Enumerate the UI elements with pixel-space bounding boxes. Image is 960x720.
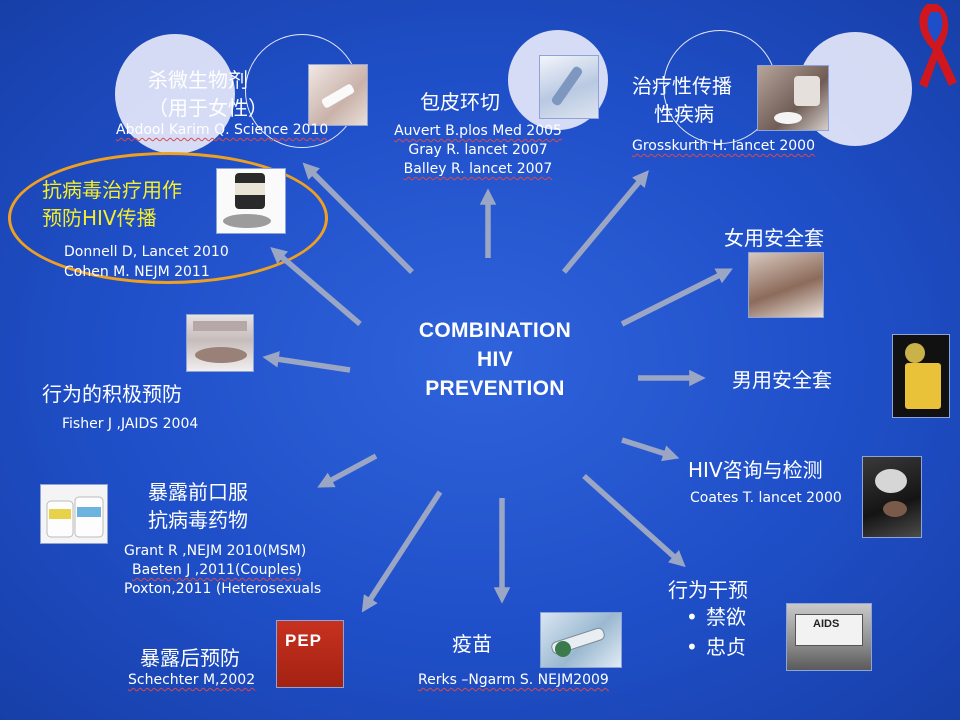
- prep-title-line: 暴露前口服: [148, 480, 248, 504]
- arrow-prep: [317, 453, 378, 488]
- microbicide-title: 杀微生物剂 （用于女性）: [148, 66, 268, 122]
- arrow-behavior-positive: [262, 351, 351, 373]
- microbicide-title-line: （用于女性）: [148, 96, 268, 120]
- arrow-pep: [361, 490, 443, 613]
- vct-title: HIV咨询与检测: [688, 458, 823, 482]
- sti-ref-line: Grosskurth H. lancet 2000: [632, 138, 815, 154]
- arrow-microbicide: [302, 162, 414, 274]
- sti-photo: [757, 65, 829, 131]
- prep-ref-line: Baeten J ,2011(Couples): [132, 562, 302, 578]
- pep-title: 暴露后预防: [140, 646, 240, 670]
- prep-title-line: 抗病毒药物: [148, 508, 248, 532]
- behavior-positive-title: 行为的积极预防: [42, 382, 182, 406]
- behavior-intervention-title: 行为干预: [668, 578, 748, 602]
- circumcision-photo: [539, 55, 599, 119]
- arrow-art: [270, 246, 362, 327]
- pep-ref-line: Schechter M,2002: [128, 672, 256, 688]
- art-title-line: 预防HIV传播: [42, 206, 157, 230]
- vct-ref: Coates T. lancet 2000: [690, 490, 842, 506]
- art-refs: Donnell D, Lancet 2010 Cohen M. NEJM 201…: [64, 242, 229, 282]
- art-title: 抗病毒治疗用作 预防HIV传播: [42, 176, 182, 232]
- red-ribbon-icon: [919, 4, 957, 88]
- vaccine-ref-line: Rerks –Ngarm S. NEJM2009: [418, 672, 609, 688]
- prep-refs: Grant R ,NEJM 2010(MSM) Baeten J ,2011(C…: [124, 542, 321, 599]
- highlight-ellipse: [8, 152, 328, 284]
- circumcision-refs: Auvert B.plos Med 2005 Gray R. lancet 20…: [390, 122, 566, 179]
- arrow-female-condom: [620, 268, 733, 327]
- microbicide-ref-line: Abdool Karim Q. Science 2010: [116, 122, 329, 138]
- behavior-intervention-item-text: 忠贞: [706, 635, 746, 659]
- decor-circle-1: [115, 34, 235, 154]
- vaccine-title: 疫苗: [452, 632, 492, 656]
- sti-title-line: 性疾病: [654, 102, 714, 126]
- behavior-intervention-item: •禁欲: [686, 605, 746, 629]
- behavior-intervention-item-text: 禁欲: [706, 605, 746, 629]
- microbicide-photo: [308, 64, 368, 126]
- male-condom-photo: [892, 334, 950, 418]
- circumcision-ref-line: Auvert B.plos Med 2005: [394, 123, 562, 139]
- pep-ref: Schechter M,2002: [128, 672, 255, 688]
- center-title-line: PREVENTION: [425, 377, 565, 400]
- circumcision-ref-line: Gray R. lancet 2007: [408, 142, 548, 158]
- behavior-intervention-list: •禁欲 •忠贞: [686, 602, 746, 662]
- female-condom-title: 女用安全套: [724, 226, 824, 250]
- prep-title: 暴露前口服 抗病毒药物: [148, 478, 248, 534]
- billboard-label: AIDS: [813, 618, 840, 630]
- female-condom-photo: [748, 252, 824, 318]
- behavior-intervention-item: •忠贞: [686, 635, 746, 659]
- arrow-sti: [561, 170, 649, 274]
- arrow-behavior-intervention: [582, 473, 686, 568]
- art-ref-line: Cohen M. NEJM 2011: [64, 264, 210, 280]
- prep-photo: [40, 484, 108, 544]
- art-title-line: 抗病毒治疗用作: [42, 178, 182, 202]
- vaccine-photo: [540, 612, 622, 668]
- billboard-photo: AIDS: [786, 603, 872, 671]
- arrow-vct: [621, 437, 680, 462]
- pep-photo: PEP: [276, 620, 344, 688]
- pep-label: PEP: [285, 631, 323, 650]
- microbicide-title-line: 杀微生物剂: [148, 68, 248, 92]
- center-title-line: HIV: [477, 348, 513, 371]
- art-photo: [216, 168, 286, 234]
- behavior-positive-ref: Fisher J ,JAIDS 2004: [62, 416, 199, 432]
- microbicide-ref: Abdool Karim Q. Science 2010: [116, 122, 328, 138]
- sti-title-line: 治疗性传播: [632, 74, 732, 98]
- vaccine-ref: Rerks –Ngarm S. NEJM2009: [418, 672, 609, 688]
- sti-ref: Grosskurth H. lancet 2000: [632, 138, 815, 154]
- center-title-line: COMBINATION: [418, 319, 572, 342]
- center-title: COMBINATION HIV PREVENTION: [380, 316, 610, 403]
- prep-ref-line: Grant R ,NEJM 2010(MSM): [124, 543, 307, 559]
- circumcision-title: 包皮环切: [420, 90, 500, 114]
- male-condom-title: 男用安全套: [732, 368, 832, 392]
- sti-title: 治疗性传播 性疾病: [632, 72, 732, 128]
- prep-ref-line: Poxton,2011 (Heterosexuals: [124, 581, 322, 597]
- vct-photo: [862, 456, 922, 538]
- art-ref-line: Donnell D, Lancet 2010: [64, 244, 229, 260]
- behavior-positive-photo: [186, 314, 254, 372]
- circumcision-ref-line: Balley R. lancet 2007: [403, 161, 553, 177]
